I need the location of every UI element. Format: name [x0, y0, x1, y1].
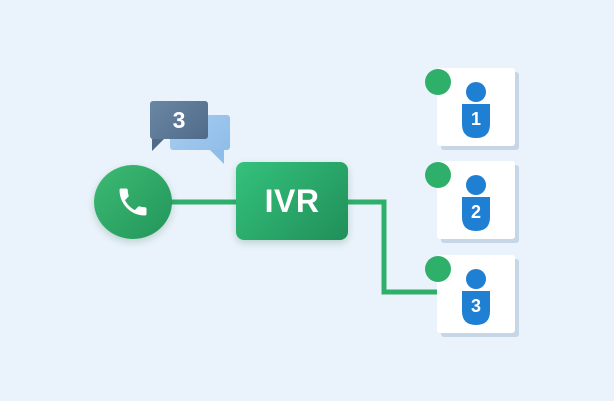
- online-status-dot: [425, 162, 451, 188]
- ivr-node: IVR: [236, 162, 348, 240]
- online-status-dot: [425, 69, 451, 95]
- chat-bubble-icon: 3: [150, 101, 208, 151]
- online-status-dot: [425, 256, 451, 282]
- agent-user-icon: [462, 82, 490, 138]
- queue-count: 3: [172, 106, 186, 133]
- agent-user-icon: [462, 269, 490, 325]
- agent-user-icon: [462, 175, 490, 231]
- ivr-label: IVR: [264, 182, 320, 219]
- phone-caller: [94, 165, 172, 239]
- agent-number: 1: [470, 109, 481, 129]
- phone-icon: [119, 188, 147, 216]
- agent-card-1: 1: [437, 68, 515, 146]
- agent-number: 2: [470, 202, 481, 222]
- agent-number: 3: [470, 296, 481, 316]
- queue-chat-bubbles: 3: [148, 99, 238, 165]
